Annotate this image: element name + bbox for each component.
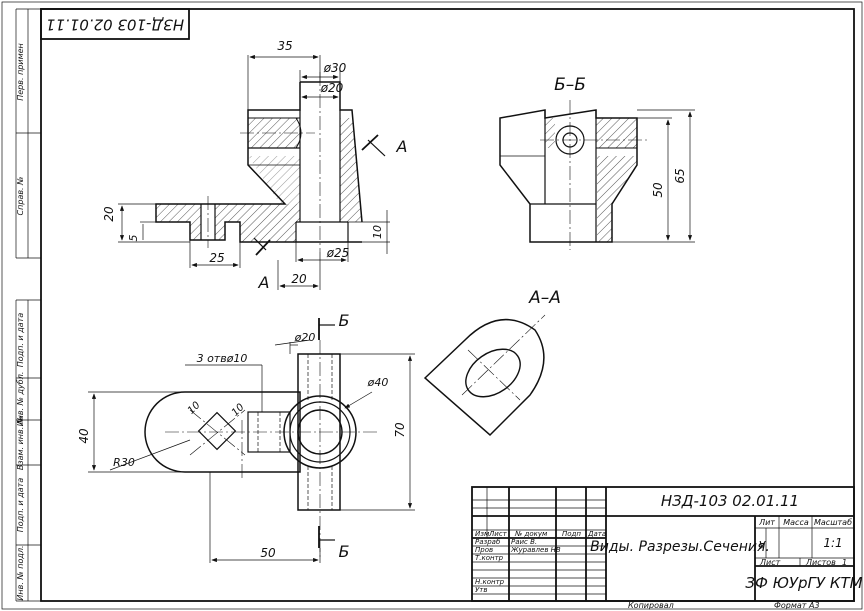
dim-d25: ø25	[326, 246, 350, 260]
tb-utv: Утв	[475, 586, 487, 594]
front-dimensions: 35 ø30 ø20 20 5 25 20 ø25 10	[102, 39, 390, 290]
side-columns: Перв. примен Справ. № Подп. и дата Инв. …	[15, 8, 41, 602]
tb-lit-value: У	[759, 539, 767, 552]
dim-20-bottom: 20	[291, 272, 307, 286]
section-aa-title: А–А	[528, 288, 561, 308]
tb-col-data: Дата	[587, 530, 606, 538]
dim-plan-d20: ø20	[294, 331, 316, 344]
dim-10: 10	[371, 225, 384, 239]
cut-label-b-top: Б	[339, 311, 350, 330]
dim-plan-10a: 10	[186, 400, 203, 417]
plan-view	[144, 318, 380, 560]
tb-code: НЗД-103 02.01.11	[661, 492, 799, 510]
dim-plan-70: 70	[393, 422, 407, 438]
dim-plan-d40: ø40	[367, 376, 389, 389]
cut-label-a-top: А	[396, 137, 408, 156]
sheet-frame	[40, 8, 855, 602]
tb-razrab: Разраб	[475, 538, 501, 546]
tb-col-list: Лист	[488, 530, 508, 538]
tb-listov: Листов	[805, 558, 836, 567]
side-label-perv: Перв. примен	[16, 43, 25, 101]
code-stamp-text: НЗД-103 02.01.11	[46, 16, 184, 34]
dim-5: 5	[127, 235, 140, 242]
tb-masshtab-value: 1:1	[823, 536, 842, 550]
tb-listov-value: 1	[842, 558, 847, 567]
section-bb-dimensions: 50 65	[612, 109, 695, 243]
dim-bb-65: 65	[673, 168, 687, 183]
tb-prov: Пров	[475, 546, 493, 554]
tb-lit: Лит	[758, 518, 775, 527]
tb-masshtab: Масштаб	[814, 518, 852, 527]
tb-name: Виды. Разрезы.Сечения.	[590, 539, 770, 555]
tb-razrab-name: Раис В.	[511, 538, 537, 546]
side-label-vzam: Взам. инв. №	[16, 416, 25, 470]
footer-copied: Копировал	[628, 601, 674, 610]
tb-nkontr: Н.контр	[475, 578, 505, 586]
side-label-podl: Инв. № подл.	[16, 545, 25, 600]
side-label-dubl: Инв. № дубл.	[16, 372, 25, 427]
cut-label-a-bottom: А	[258, 273, 270, 292]
dim-20-height: 20	[102, 206, 116, 222]
tb-prov-name: Журавлев НВ	[510, 546, 561, 554]
footer-format: Формат А3	[774, 601, 820, 610]
section-bb-view	[499, 100, 650, 250]
tb-massa: Масса	[783, 518, 809, 527]
dim-plan-50: 50	[260, 546, 276, 560]
tb-col-podp: Подп	[562, 530, 581, 538]
dim-d20: ø20	[320, 81, 344, 95]
title-block: НЗД-103 02.01.11 Виды. Разрезы.Сечения. …	[471, 486, 863, 602]
section-aa-view	[423, 314, 546, 437]
side-label-sprav: Справ. №	[16, 177, 25, 216]
dim-3-holes: 3 отвø10	[197, 352, 248, 365]
tb-tkontr: Т.контр	[475, 554, 504, 562]
side-label-podp2: Подп. и дата	[16, 478, 25, 533]
tb-list: Лист	[759, 558, 781, 567]
section-bb-title: Б–Б	[554, 75, 586, 95]
tb-org: ЗФ ЮУрГУ КТМ	[745, 574, 862, 592]
tb-col-doc: № докум	[514, 530, 548, 538]
dim-plan-10b: 10	[230, 402, 247, 419]
dim-plan-r30: R30	[113, 456, 135, 469]
code-stamp: НЗД-103 02.01.11	[40, 8, 190, 40]
dim-35: 35	[277, 39, 292, 53]
tb-col-izm: Изм	[475, 530, 490, 538]
side-label-podp1: Подп. и дата	[16, 313, 25, 368]
dim-plan-40: 40	[77, 428, 91, 444]
dim-d30: ø30	[323, 61, 347, 75]
front-view	[155, 72, 386, 256]
plan-dimensions: 3 отвø10 ø20 ø40 40 70 R30 50 10 10	[77, 331, 415, 563]
dim-bb-50: 50	[651, 182, 665, 198]
dim-25: 25	[209, 251, 224, 265]
cut-label-b-bottom: Б	[339, 542, 350, 561]
